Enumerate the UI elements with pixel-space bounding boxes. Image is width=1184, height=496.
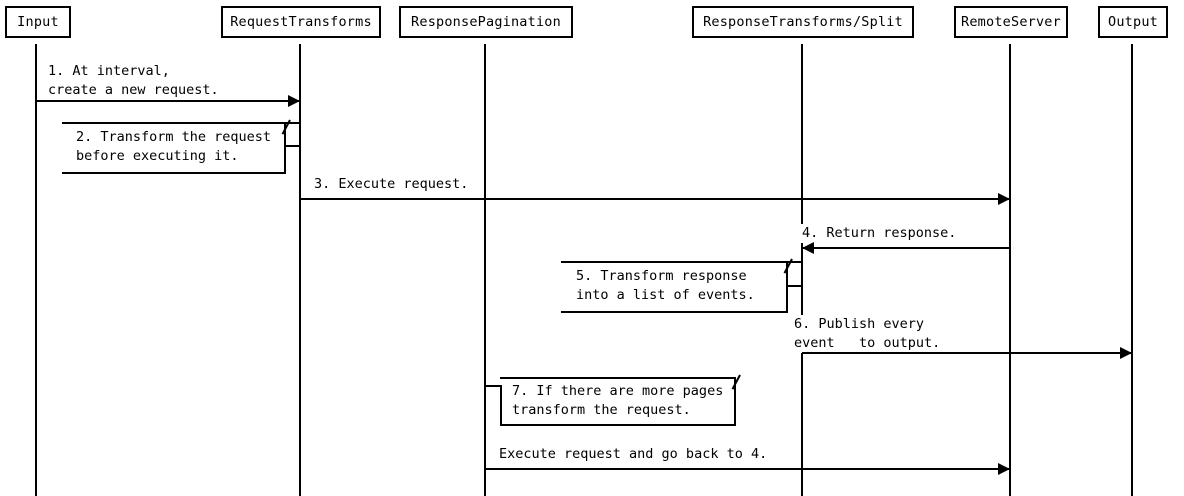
message-8-line [485,468,1010,470]
participant-label: Output [1108,14,1158,30]
participant-label: Input [17,14,59,30]
message-1-arrowhead [288,95,300,107]
participant-response-transforms-split[interactable]: ResponseTransforms/Split [692,6,914,38]
participant-request-transforms[interactable]: RequestTransforms [221,6,381,38]
lifeline-input [35,44,37,496]
message-5-label: 5. Transform response into a list of eve… [576,268,755,303]
message-6-arrowhead [1120,347,1132,359]
message-7-right-edge [734,377,736,426]
message-5-bottom-line [561,311,788,313]
message-7-label: 7. If there are more pages transform the… [512,383,724,418]
message-7-top-line [500,377,736,379]
lifeline-response-transforms [801,44,803,496]
message-3-label: 3. Execute request. [312,175,471,194]
message-4-line [802,247,1010,249]
message-8-arrowhead [998,463,1010,475]
participant-response-pagination[interactable]: ResponsePagination [399,6,573,38]
message-6-label: 6. Publish every event to output. [792,315,943,353]
message-7-lifeline-stub [485,385,501,387]
participant-label: RemoteServer [961,14,1061,30]
participant-input[interactable]: Input [5,6,71,38]
message-3-arrowhead [998,193,1010,205]
participant-output[interactable]: Output [1098,6,1168,38]
lifeline-response-pagination [484,44,486,496]
message-8-label: Execute request and go back to 4. [497,445,770,464]
message-5-top-line [561,261,802,263]
message-6-line [802,352,1132,354]
message-2-right-edge [284,122,286,174]
message-5-right-edge [786,261,788,313]
lifeline-output [1131,44,1133,496]
lifeline-request-transforms [299,44,301,496]
message-2-label: 2. Transform the request before executin… [76,129,272,164]
message-1-label: 1. At interval, create a new request. [46,62,221,100]
message-2-lifeline-stub [284,145,300,147]
participant-label: ResponseTransforms/Split [703,14,903,30]
message-5-lifeline-stub [786,285,802,287]
participant-label: RequestTransforms [230,14,372,30]
participant-label: ResponsePagination [411,14,561,30]
participant-remote-server[interactable]: RemoteServer [954,6,1068,38]
message-1-line [36,100,300,102]
lifeline-remote-server [1009,44,1011,496]
message-4-arrowhead [802,242,814,254]
message-2-bottom-line [62,172,286,174]
message-4-label: 4. Return response. [800,224,959,243]
message-2-top-line [62,122,300,124]
message-7-bottom-line [500,424,734,426]
message-3-line [300,198,1010,200]
message-7-left-edge [500,385,502,426]
